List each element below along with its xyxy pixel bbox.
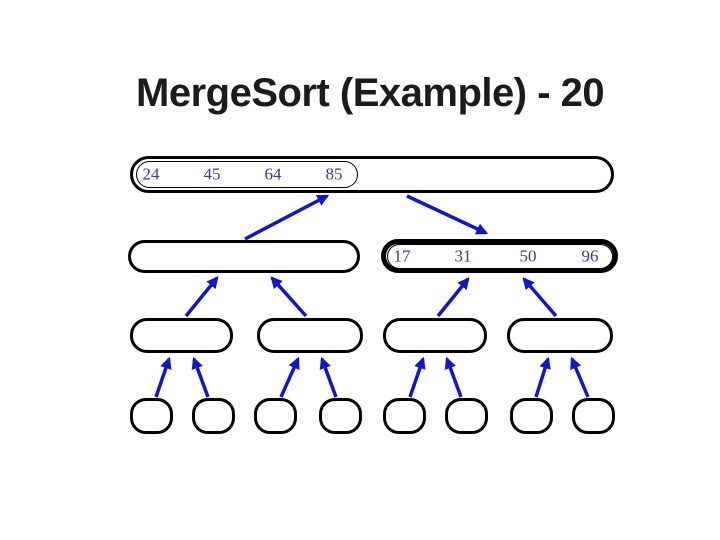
leaf-node-1 — [130, 398, 173, 434]
merge-arrow-sublist3-to-right — [436, 277, 470, 318]
leaf-node-7 — [510, 398, 553, 434]
merge-arrow-leaf6 — [444, 356, 463, 398]
merge-arrow-leaf4 — [319, 356, 338, 398]
merge-arrow-sublist1-to-left — [184, 276, 219, 318]
split-arrow-root-to-right — [406, 194, 489, 235]
merge-arrow-leaf3 — [279, 356, 300, 398]
tree-node-sublist-2 — [257, 318, 363, 353]
leaf-node-6 — [445, 398, 488, 434]
leaf-node-5 — [383, 398, 426, 434]
value-cell: 85 — [325, 164, 343, 184]
value-cell: 64 — [264, 164, 282, 184]
merge-arrow-left-to-root — [244, 194, 330, 241]
value-cell: 96 — [581, 246, 599, 266]
tree-node-sublist-1 — [130, 318, 233, 353]
tree-node-left-half — [128, 240, 360, 273]
merge-arrow-leaf8 — [570, 356, 590, 398]
leaf-node-3 — [254, 398, 297, 434]
merge-arrow-leaf7 — [534, 356, 551, 398]
merge-arrow-leaf5 — [408, 356, 426, 398]
sorted-run-right-half: 17 31 50 96 — [387, 244, 613, 269]
value-cell: 50 — [519, 246, 537, 266]
tree-node-root: 24 45 64 85 — [130, 156, 614, 193]
value-cell: 24 — [142, 164, 160, 184]
merge-arrow-sublist4-to-right — [522, 277, 558, 318]
leaf-node-4 — [319, 398, 362, 434]
value-cell: 17 — [393, 246, 411, 266]
leaf-node-8 — [572, 398, 615, 434]
sorted-run-root-left-half: 24 45 64 85 — [136, 161, 358, 188]
tree-node-sublist-4 — [507, 318, 613, 353]
value-cell: 31 — [454, 246, 472, 266]
tree-node-right-half-active: 17 31 50 96 — [381, 239, 618, 273]
slide-title: MergeSort (Example) - 20 — [136, 70, 605, 115]
leaf-node-2 — [192, 398, 235, 434]
merge-arrow-sublist2-to-left — [270, 276, 308, 318]
tree-node-sublist-3 — [383, 318, 487, 353]
merge-arrow-leaf1 — [154, 356, 172, 398]
value-cell: 45 — [203, 164, 221, 184]
merge-arrow-leaf2 — [191, 356, 210, 398]
